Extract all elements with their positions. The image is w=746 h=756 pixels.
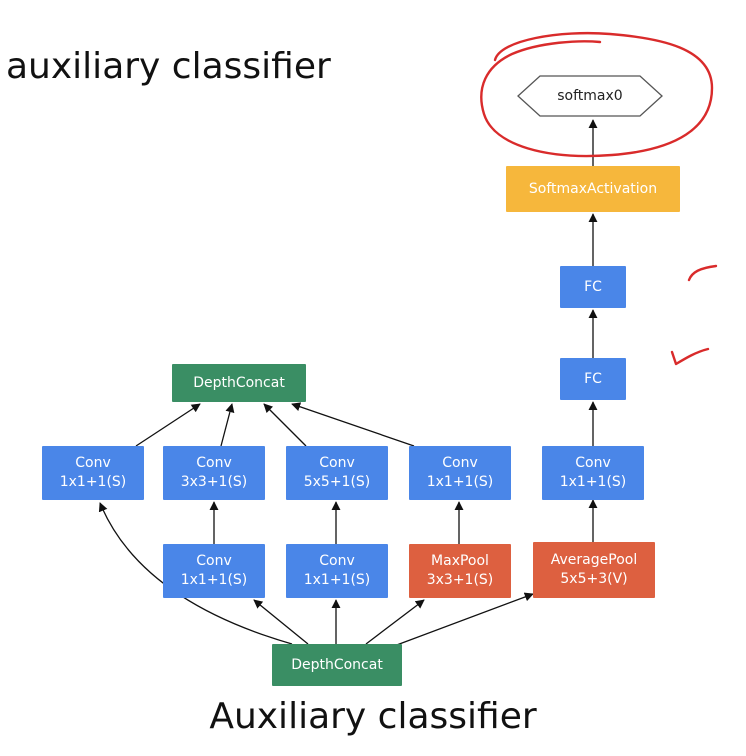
edge-depthconcat-to-averagepool bbox=[393, 592, 534, 647]
conv-b-node: Conv 3x3+1(S) bbox=[163, 446, 265, 500]
edge-conv-a-to-depthconcat bbox=[135, 403, 201, 447]
conv-c-reduce-node: Conv 1x1+1(S) bbox=[286, 544, 388, 598]
edge-conv-c-to-depthconcat bbox=[263, 403, 307, 447]
depthconcat-top-node: DepthConcat bbox=[172, 364, 306, 402]
fc-lower-label: FC bbox=[584, 370, 602, 387]
hand-drawn-check-upper bbox=[687, 264, 718, 282]
edge-conv-d-to-depthconcat bbox=[291, 402, 415, 447]
conv-a-node: Conv 1x1+1(S) bbox=[42, 446, 144, 500]
conv-a-name: Conv bbox=[75, 455, 111, 471]
averagepool-node: AveragePool 5x5+3(V) bbox=[533, 542, 655, 598]
conv-d-node: Conv 1x1+1(S) bbox=[409, 446, 511, 500]
edge-conv-b-to-depthconcat bbox=[220, 403, 235, 447]
softmax-activation-node: SoftmaxActivation bbox=[506, 166, 680, 212]
softmax-activation-label: SoftmaxActivation bbox=[528, 180, 658, 197]
softmax0-octagon bbox=[517, 75, 663, 117]
conv-e-node: Conv 1x1+1(S) bbox=[542, 446, 644, 500]
conv-e-name: Conv bbox=[575, 455, 611, 471]
slide-title: auxiliary classifier bbox=[6, 46, 331, 87]
conv-e-params: 1x1+1(S) bbox=[559, 474, 627, 490]
conv-c-node: Conv 5x5+1(S) bbox=[286, 446, 388, 500]
conv-d-params: 1x1+1(S) bbox=[426, 474, 494, 490]
hand-drawn-check-lower bbox=[670, 347, 710, 366]
conv-b-params: 3x3+1(S) bbox=[180, 474, 248, 490]
conv-c-name: Conv bbox=[319, 455, 355, 471]
conv-c-reduce-params: 1x1+1(S) bbox=[303, 572, 371, 588]
conv-b-reduce-params: 1x1+1(S) bbox=[180, 572, 248, 588]
depthconcat-top-label: DepthConcat bbox=[193, 374, 285, 391]
fc-lower-node: FC bbox=[560, 358, 626, 400]
maxpool-node: MaxPool 3x3+1(S) bbox=[409, 544, 511, 598]
averagepool-params: 5x5+3(V) bbox=[560, 571, 628, 587]
maxpool-params: 3x3+1(S) bbox=[426, 572, 494, 588]
hand-drawn-circle bbox=[480, 31, 714, 158]
conv-b-reduce-name: Conv bbox=[196, 553, 232, 569]
fc-upper-node: FC bbox=[560, 266, 626, 308]
conv-c-reduce-name: Conv bbox=[319, 553, 355, 569]
diagram-caption: Auxiliary classifier bbox=[209, 696, 537, 737]
conv-b-name: Conv bbox=[196, 455, 232, 471]
conv-d-name: Conv bbox=[442, 455, 478, 471]
edge-depthconcat-to-maxpool bbox=[365, 599, 425, 645]
averagepool-name: AveragePool bbox=[550, 552, 638, 568]
conv-a-params: 1x1+1(S) bbox=[59, 474, 127, 490]
edge-depthconcat-to-conv-b-reduce bbox=[253, 599, 309, 645]
conv-b-reduce-node: Conv 1x1+1(S) bbox=[163, 544, 265, 598]
conv-c-params: 5x5+1(S) bbox=[303, 474, 371, 490]
softmax0-label: softmax0 bbox=[557, 88, 623, 104]
maxpool-name: MaxPool bbox=[431, 553, 489, 569]
fc-upper-label: FC bbox=[584, 278, 602, 295]
depthconcat-bottom-node: DepthConcat bbox=[272, 644, 402, 686]
depthconcat-bottom-label: DepthConcat bbox=[291, 656, 383, 673]
